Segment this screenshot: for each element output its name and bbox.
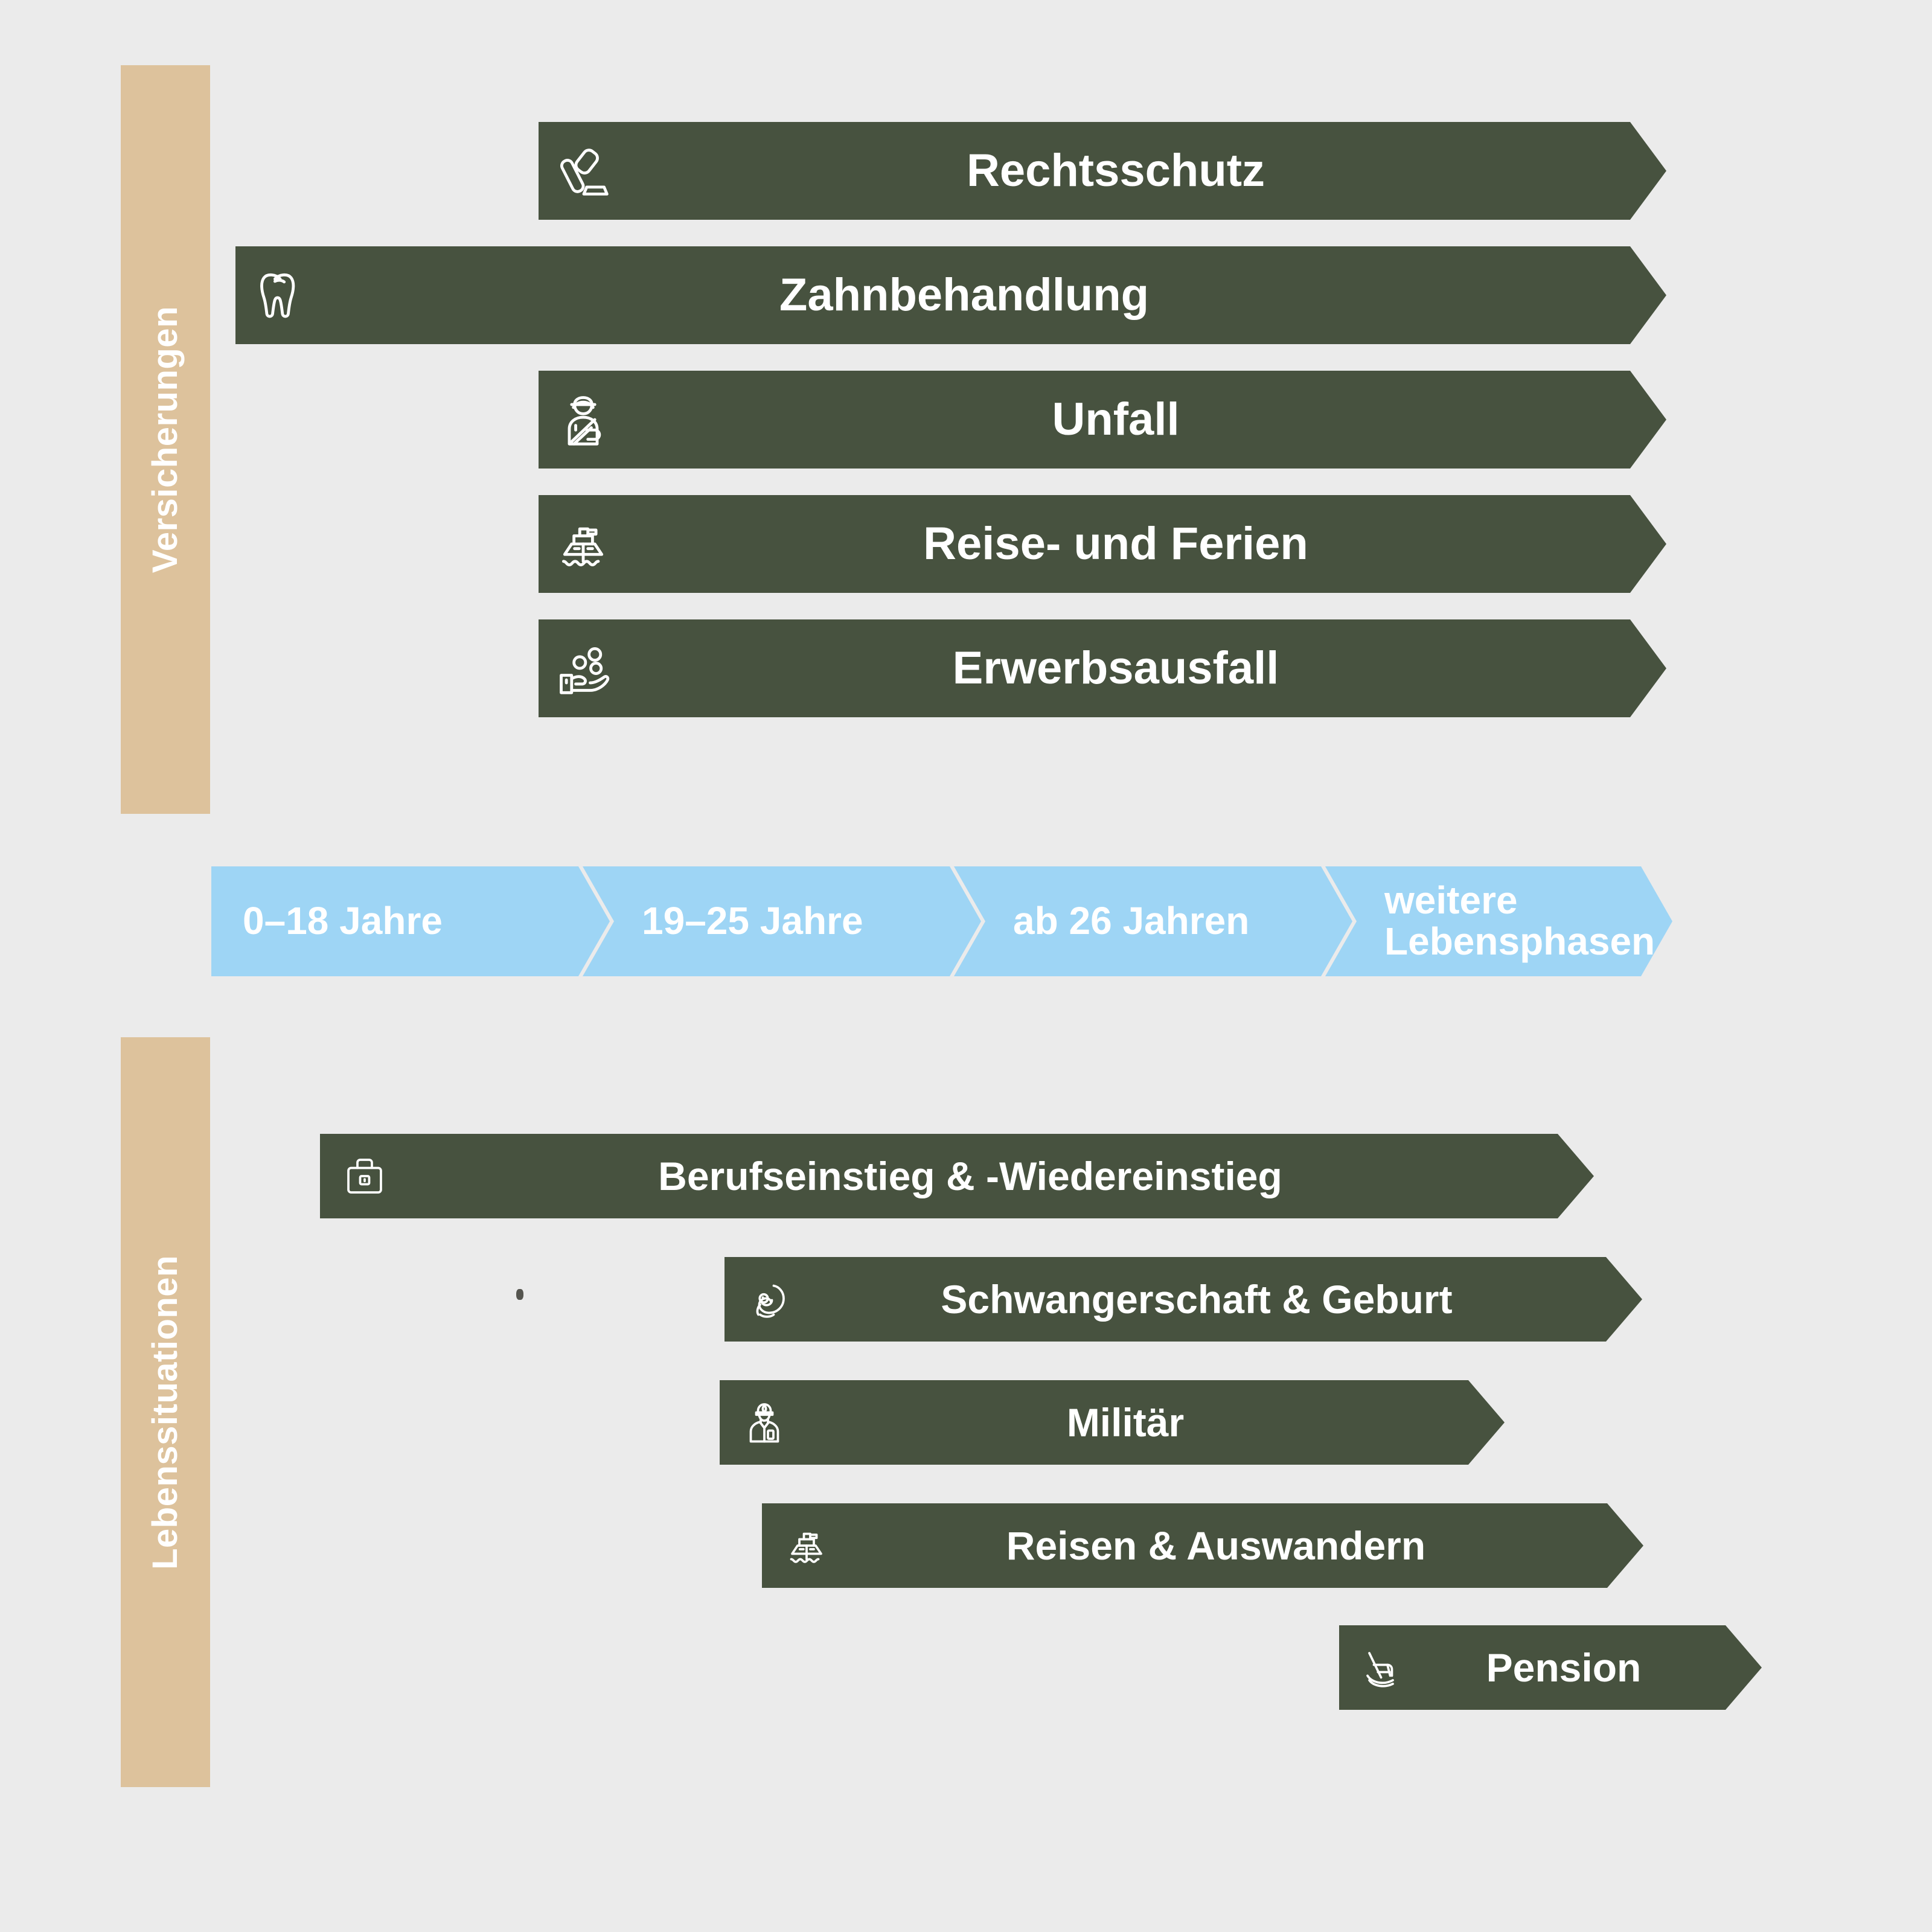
gavel-icon bbox=[554, 142, 612, 200]
rocking-chair-icon bbox=[1361, 1645, 1407, 1690]
arrow-bar[interactable]: Unfall bbox=[539, 371, 1666, 469]
category-rail-label-lebenssituationen: Lebenssituationen bbox=[146, 1255, 185, 1570]
arrow-bar-tip bbox=[1607, 1503, 1643, 1588]
embryo-icon bbox=[747, 1277, 792, 1322]
cruise-ship-icon bbox=[784, 1523, 830, 1569]
cruise-ship-icon bbox=[554, 515, 612, 573]
timeline-segment-label: ab 26 Jahren bbox=[1013, 899, 1250, 943]
arrow-bar[interactable]: Militär bbox=[720, 1380, 1505, 1465]
soldier-icon bbox=[742, 1400, 787, 1445]
category-rail-label-versicherungen: Versicherungen bbox=[146, 305, 185, 574]
arrow-bar-label: Rechtsschutz bbox=[966, 145, 1265, 196]
timeline-segment[interactable]: ab 26 Jahren bbox=[954, 866, 1352, 976]
timeline-segment-label: weitere Lebensphasen bbox=[1384, 878, 1655, 963]
arrow-bar-tip bbox=[1630, 122, 1666, 220]
timeline-segment-label: 19–25 Jahre bbox=[642, 899, 863, 943]
arrow-bar-label: Schwangerschaft & Geburt bbox=[941, 1277, 1453, 1322]
arrow-bar-tip bbox=[1630, 371, 1666, 469]
arrow-bar-tip bbox=[1726, 1625, 1762, 1710]
arrow-bar-tip bbox=[1630, 619, 1666, 717]
timeline-segment-label: 0–18 Jahre bbox=[243, 899, 443, 943]
arrow-bar-label: Unfall bbox=[1052, 394, 1180, 445]
arrow-bar-tip bbox=[1558, 1134, 1594, 1218]
arrow-bar[interactable]: Schwangerschaft & Geburt bbox=[724, 1257, 1642, 1342]
arrow-bar-label: Reise- und Ferien bbox=[923, 518, 1308, 569]
arrow-bar[interactable]: Erwerbsausfall bbox=[539, 619, 1666, 717]
arrow-bar-label: Erwerbsausfall bbox=[952, 642, 1279, 694]
arrow-bar-label: Zahnbehandlung bbox=[779, 269, 1150, 321]
arrow-bar-label: Pension bbox=[1486, 1645, 1642, 1690]
timeline-segment[interactable]: weitere Lebensphasen bbox=[1325, 866, 1672, 976]
arrow-bar[interactable]: Zahnbehandlung bbox=[235, 246, 1666, 344]
timeline-segment[interactable]: 19–25 Jahre bbox=[583, 866, 981, 976]
stray-ink-speck bbox=[516, 1289, 523, 1300]
arrow-bar[interactable]: Reisen & Auswandern bbox=[762, 1503, 1643, 1588]
life-phase-timeline: 0–18 Jahre 19–25 Jahre ab 26 Jahren weitere… bbox=[211, 866, 1672, 976]
category-rail-versicherungen: Versicherungen bbox=[121, 65, 210, 814]
category-rail-lebenssituationen: Lebenssituationen bbox=[121, 1037, 210, 1787]
timeline-segment[interactable]: 0–18 Jahre bbox=[211, 866, 610, 976]
arrow-bar[interactable]: Reise- und Ferien bbox=[539, 495, 1666, 593]
arrow-bar[interactable]: Berufseinstieg & -Wiedereinstieg bbox=[320, 1134, 1594, 1218]
injured-person-icon bbox=[554, 391, 612, 449]
arrow-bar-tip bbox=[1630, 246, 1666, 344]
arrow-bar-label: Reisen & Auswandern bbox=[1006, 1523, 1426, 1568]
briefcase-icon bbox=[342, 1154, 388, 1199]
arrow-bar-tip bbox=[1468, 1380, 1505, 1465]
arrow-bar-tip bbox=[1630, 495, 1666, 593]
arrow-bar-tip bbox=[1606, 1257, 1642, 1342]
arrow-bar[interactable]: Rechtsschutz bbox=[539, 122, 1666, 220]
arrow-bar[interactable]: Pension bbox=[1339, 1625, 1762, 1710]
hand-with-coins-icon bbox=[554, 639, 612, 697]
arrow-bar-label: Berufseinstieg & -Wiedereinstieg bbox=[658, 1154, 1282, 1198]
arrow-bar-label: Militär bbox=[1066, 1400, 1185, 1445]
tooth-icon bbox=[251, 266, 309, 324]
